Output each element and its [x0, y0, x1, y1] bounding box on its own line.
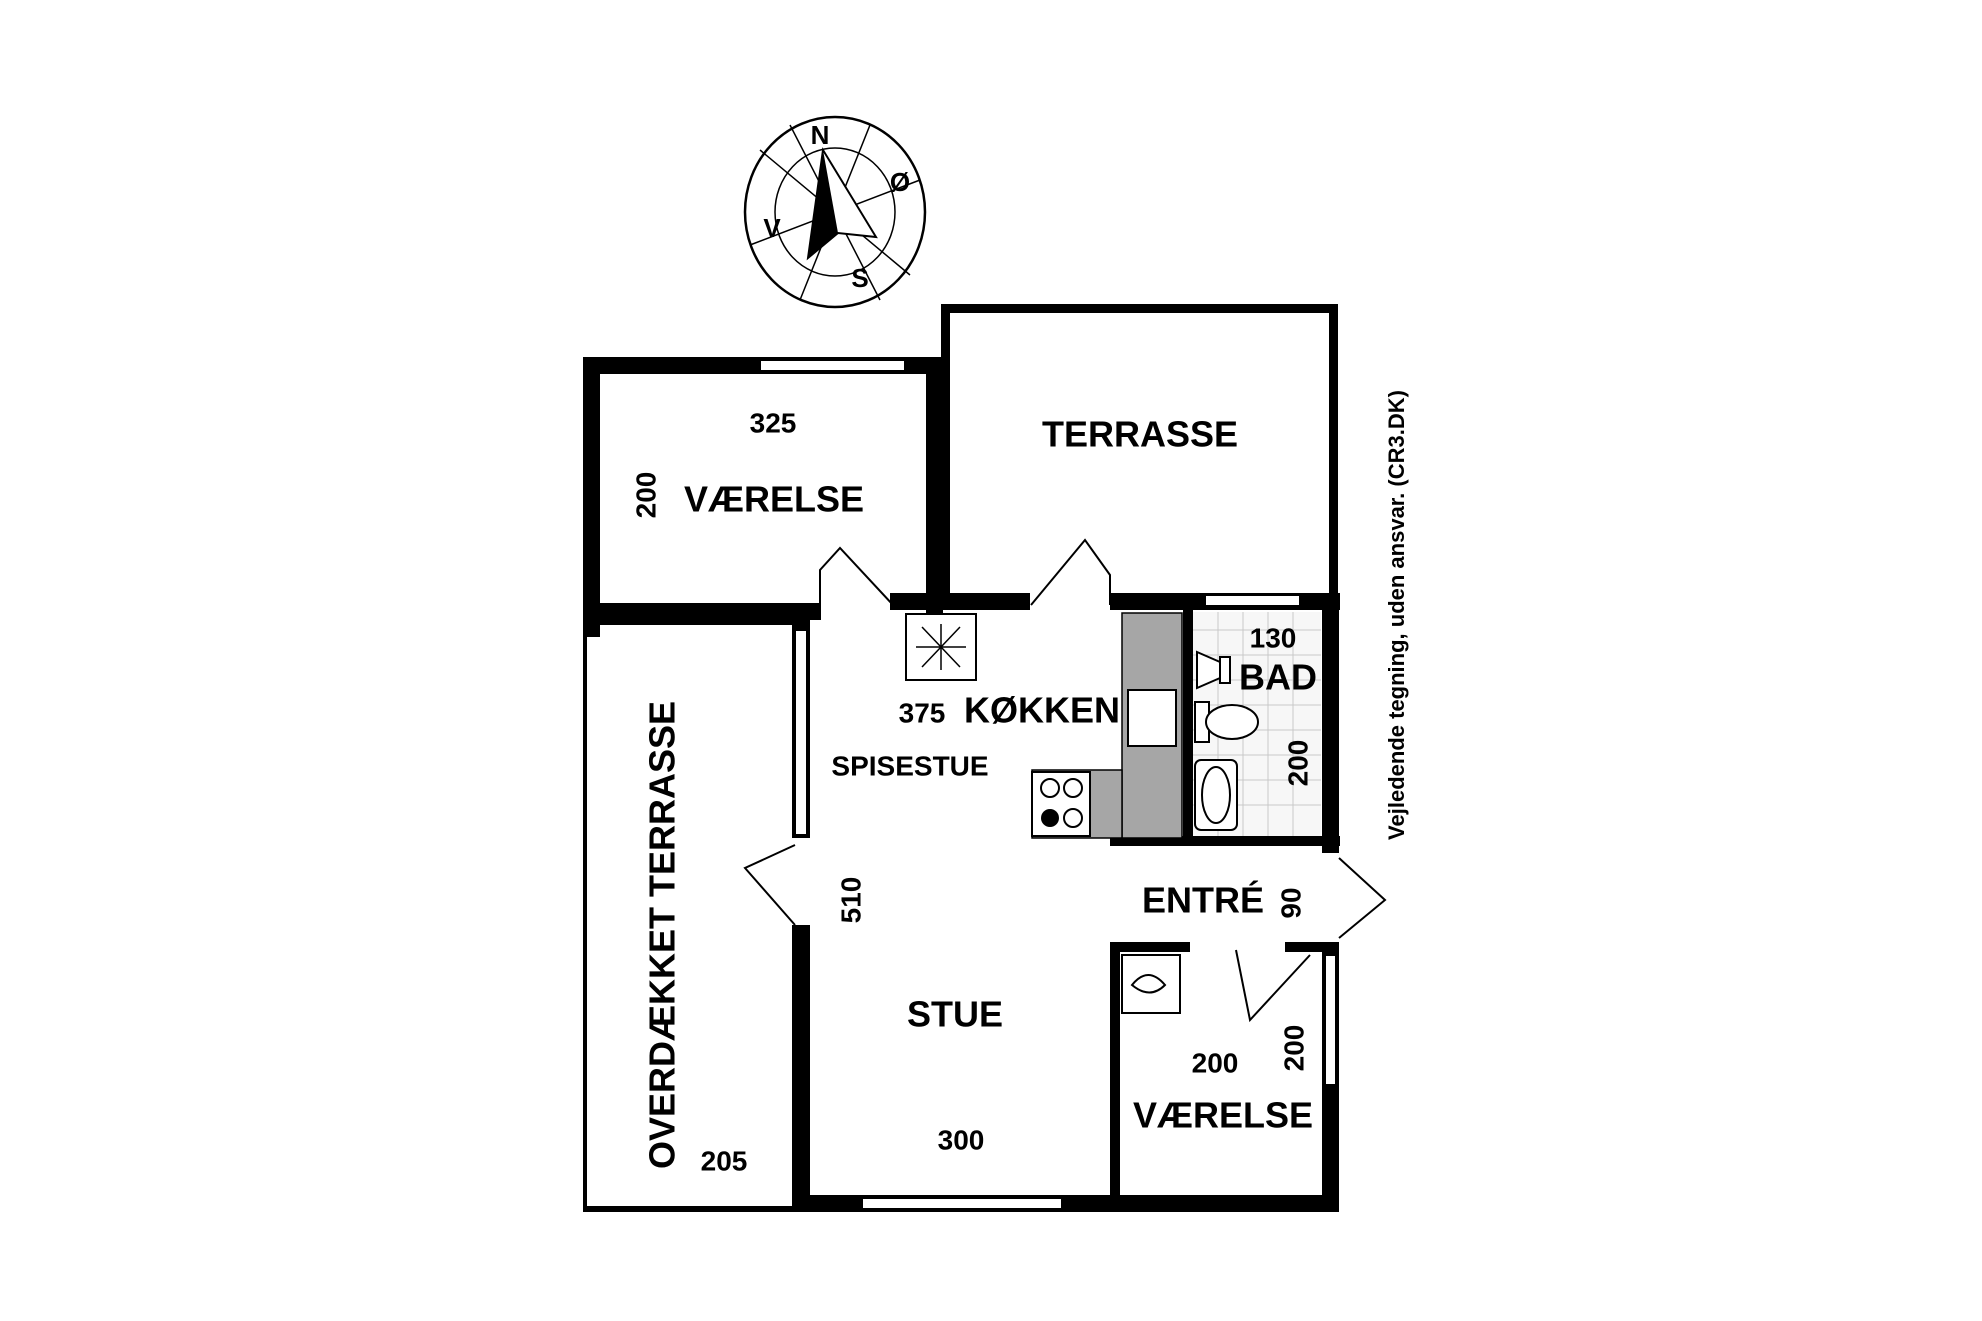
covered-terrace-width: 205: [701, 1145, 748, 1176]
window-bath: [1204, 594, 1301, 607]
dining-name: SPISESTUE: [831, 750, 988, 781]
sink: [1127, 689, 1177, 747]
bath-width: 130: [1250, 622, 1297, 653]
door-entrance: [1338, 857, 1387, 939]
bedroom-top-name: VÆRELSE: [684, 479, 864, 520]
covered-terrace-name: OVERDÆKKET TERRASSE: [642, 701, 683, 1169]
kitchen-fixtures: [905, 612, 1183, 839]
entrance-width: 90: [1275, 887, 1306, 918]
window-living: [861, 1197, 1063, 1210]
kitchen-dim: 375: [899, 697, 946, 728]
window-bedroom-bottom: [1324, 954, 1337, 1086]
bedroom-top-depth: 200: [630, 472, 661, 519]
bath-name: BAD: [1239, 657, 1317, 698]
entrance-name: ENTRÉ: [1142, 880, 1264, 921]
compass-west-label: V: [763, 213, 781, 243]
bath-depth: 200: [1282, 740, 1313, 787]
living-depth: 510: [835, 877, 866, 924]
terrace-name: TERRASSE: [1042, 414, 1238, 455]
door-terrace: [1030, 538, 1111, 606]
living-width: 300: [938, 1124, 985, 1155]
bedroom-top-width: 325: [750, 407, 797, 438]
bedroom-bottom-width: 200: [1192, 1047, 1239, 1078]
windows: [759, 359, 1337, 1210]
door-bedroom-bottom: [1235, 949, 1311, 1023]
compass: N Ø S V: [743, 115, 927, 309]
window-dining: [794, 629, 808, 836]
labels: 325 200 VÆRELSE TERRASSE OVERDÆKKET TERR…: [630, 390, 1408, 1176]
wash-basin: [1196, 650, 1231, 690]
stove: [1031, 771, 1091, 837]
compass-south-label: S: [851, 263, 868, 293]
compass-east-label: Ø: [890, 167, 910, 197]
door-dining-terrace: [743, 844, 796, 926]
living-name: STUE: [907, 994, 1003, 1035]
bedroom-bottom-depth: 200: [1278, 1025, 1309, 1072]
bath-fixtures: [1193, 612, 1321, 836]
kitchen-name: KØKKEN: [964, 690, 1120, 731]
compass-north-label: N: [811, 120, 830, 150]
disclaimer: Vejledende tegning, uden ansvar. (CR3.DK…: [1384, 390, 1409, 840]
bedroom-bottom-name: VÆRELSE: [1133, 1095, 1313, 1136]
bedroom-basin: [1121, 954, 1181, 1014]
door-bedroom-top: [819, 546, 894, 606]
toilet: [1194, 701, 1259, 743]
bathtub: [1194, 759, 1238, 831]
window-bedroom-top: [759, 359, 906, 372]
